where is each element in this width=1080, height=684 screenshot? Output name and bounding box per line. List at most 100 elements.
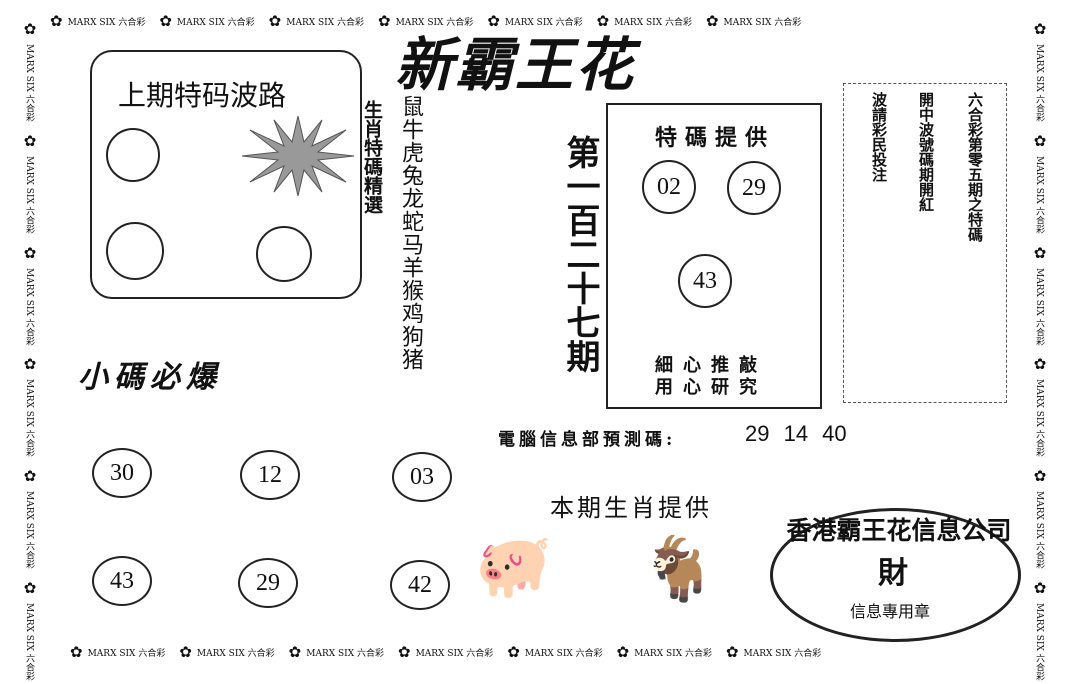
- border-mark: ✿MARX SIX 六合彩: [21, 132, 39, 234]
- border-mark-text: MARX SIX 六合彩: [67, 18, 146, 28]
- border-mark-text: MARX SIX 六合彩: [614, 18, 692, 28]
- border-mark: ✿ MARX SIX 六合彩: [21, 467, 39, 569]
- border-mark: ✿ MARX SIX 六合彩: [706, 14, 801, 29]
- border-left: ✿ MARX SIX 六合彩 ✿ MARX SIX 六合彩 ✿ MARX SIX 六合彩 ✿…: [21, 20, 39, 681]
- flower-icon: ✿: [596, 12, 610, 30]
- flower-icon: ✿: [1031, 355, 1049, 374]
- border-mark-text: MARX SIX 六合彩: [1034, 155, 1044, 234]
- border-mark-text: MARX SIX 六合彩: [24, 155, 34, 234]
- flower-icon: ✿: [21, 355, 39, 374]
- border-mark-text: MARX SIX 六合彩: [1034, 379, 1044, 457]
- zodiac-pick-label: 生肖特碼精選: [361, 100, 383, 214]
- border-mark-text: MARX SIX 六合彩: [504, 18, 583, 28]
- goat-icon: 🐐: [640, 532, 718, 605]
- notice-column: 開中波號碼期開紅: [917, 92, 935, 212]
- border-mark-text: MARX SIX 六合彩: [743, 649, 822, 659]
- border-mark-text: MARX SIX 六合彩: [395, 18, 474, 28]
- border-mark: ✿ MARX SIX 六合彩: [1031, 243, 1049, 346]
- flower-icon: ✿: [725, 643, 739, 661]
- issue-number: 第一百二十七期: [560, 135, 600, 373]
- border-mark: ✿ MARX SIX 六合彩: [21, 355, 39, 457]
- special-box: [606, 103, 822, 409]
- border-mark-text: MARX SIX 六合彩: [723, 18, 802, 28]
- border-mark: ✿ MARX SIX 六合彩: [50, 14, 145, 29]
- forecast-label: 電腦信息部預測碼:: [498, 430, 677, 450]
- wave-box: [90, 50, 362, 299]
- border-mark-text: MARX SIX 六合彩: [24, 44, 34, 122]
- wave-circle: [256, 226, 312, 282]
- footer-line: 細心推敲: [655, 355, 767, 376]
- border-mark: ✿ MARX SIX 六合彩: [597, 14, 692, 29]
- flower-icon: ✿: [397, 643, 411, 661]
- special-number: 29: [727, 161, 781, 215]
- border-mark: ✿MARX SIX 六合彩: [1031, 20, 1049, 122]
- zodiac-list: 鼠牛虎兔龙蛇马羊猴鸡狗猪: [398, 95, 423, 371]
- border-mark-text: MARX SIX 六合彩: [196, 649, 275, 659]
- small-code: 43: [92, 556, 152, 606]
- special-number: 02: [642, 160, 696, 214]
- flower-icon: ✿: [487, 12, 500, 30]
- flower-icon: ✿: [21, 467, 39, 485]
- border-mark: ✿ MARX SIX 六合彩: [21, 20, 39, 122]
- flower-icon: ✿: [1031, 467, 1049, 485]
- border-mark-text: MARX SIX 六合彩: [24, 602, 34, 681]
- notice-box: [843, 83, 1007, 403]
- border-mark-text: MARX SIX 六合彩: [1034, 602, 1044, 681]
- flower-icon: ✿: [50, 12, 63, 30]
- small-code: 30: [92, 448, 152, 498]
- stamp-top-text: 香港霸王花信息公司: [786, 516, 1012, 545]
- border-mark: ✿MARX SIX 六合彩: [70, 645, 165, 660]
- border-mark: ✿MARX SIX 六合彩: [1031, 132, 1049, 234]
- small-code: 29: [238, 558, 298, 608]
- wave-title: 上期特码波路: [118, 79, 287, 112]
- border-mark-text: MARX SIX 六合彩: [24, 379, 34, 457]
- flower-icon: ✿: [21, 243, 39, 262]
- border-mark: ✿ MARX SIX 六合彩: [487, 14, 582, 29]
- border-mark-text: MARX SIX 六合彩: [634, 649, 712, 659]
- border-mark: ✿MARX SIX 六合彩: [159, 14, 254, 29]
- small-code: 12: [240, 450, 300, 500]
- page-title: 新霸王花: [395, 31, 636, 99]
- flower-icon: ✿: [507, 643, 520, 661]
- wave-circle: [106, 128, 160, 182]
- wave-circle: [106, 222, 164, 280]
- flower-icon: ✿: [1031, 578, 1049, 597]
- border-mark: ✿MARX SIX 六合彩: [269, 14, 364, 29]
- border-mark: ✿ MARX SIX 六合彩: [507, 645, 602, 660]
- special-number: 43: [678, 254, 732, 308]
- stamp-bottom-text: 信息專用章: [850, 602, 931, 621]
- forecast-numbers: 29 14 40: [745, 421, 847, 446]
- border-mark: ✿MARX SIX 六合彩: [289, 645, 384, 660]
- flower-icon: ✿: [705, 12, 719, 30]
- footer-line: 用心研究: [655, 377, 767, 398]
- stamp: [770, 508, 1021, 642]
- border-right: ✿ MARX SIX 六合彩 ✿ MARX SIX 六合彩 ✿ MARX SIX 六合彩 ✿…: [1031, 20, 1049, 681]
- border-mark: ✿MARX SIX 六合彩: [21, 579, 39, 681]
- small-codes-title: 小碼必爆: [78, 360, 222, 395]
- flower-icon: ✿: [179, 643, 192, 661]
- border-mark-text: MARX SIX 六合彩: [415, 649, 494, 659]
- border-mark-text: MARX SIX 六合彩: [1034, 267, 1044, 346]
- flower-icon: ✿: [70, 643, 83, 661]
- border-mark-text: MARX SIX 六合彩: [306, 649, 384, 659]
- border-mark: ✿MARX SIX 六合彩: [617, 645, 712, 660]
- small-code: 42: [390, 560, 450, 610]
- border-mark-text: MARX SIX 六合彩: [24, 491, 34, 569]
- border-mark-text: MARX SIX 六合彩: [176, 18, 255, 28]
- border-mark-text: MARX SIX 六合彩: [286, 18, 364, 28]
- border-mark-text: MARX SIX 六合彩: [1034, 44, 1044, 122]
- zodiac-provide-label: 本期生肖提供: [550, 494, 712, 522]
- pig-icon: 🐖: [475, 529, 553, 602]
- border-mark: ✿ MARX SIX 六合彩: [179, 645, 274, 660]
- notice-column: 六合彩第零五期之特碼: [966, 92, 984, 242]
- stamp-center-text: 財: [878, 556, 908, 591]
- flower-icon: ✿: [21, 20, 39, 38]
- special-footer: 細心推敲 用心研究: [655, 355, 767, 399]
- border-mark: ✿ MARX SIX 六合彩: [726, 645, 821, 660]
- border-mark-text: MARX SIX 六合彩: [524, 649, 603, 659]
- border-mark: ✿ MARX SIX 六合彩: [1031, 355, 1049, 457]
- flower-icon: ✿: [1031, 243, 1049, 262]
- starburst-icon: [242, 116, 354, 196]
- border-top: ✿ MARX SIX 六合彩 ✿ MARX SIX 六合彩 ✿ MARX SIX 六合彩 ✿…: [50, 14, 801, 29]
- border-mark: ✿ MARX SIX 六合彩: [398, 645, 493, 660]
